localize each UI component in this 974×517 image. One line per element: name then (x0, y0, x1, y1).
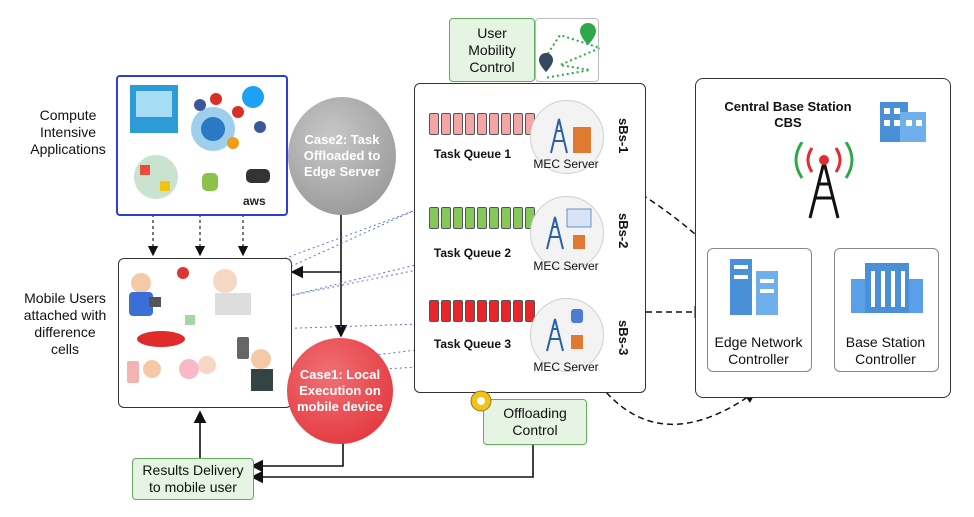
offloading-control-box: Offloading Control (483, 399, 587, 445)
edge-network-controller-box (707, 248, 812, 372)
queue-cell (477, 207, 487, 229)
offloading-gear-icon (468, 388, 494, 414)
queue-cell (513, 113, 523, 135)
cbs-subtitle: CBS (774, 115, 802, 130)
queue-cell (465, 300, 475, 322)
queue-cell (441, 300, 451, 322)
sbs-1-label: sBs-1 (616, 118, 631, 154)
queue-cell (465, 207, 475, 229)
sbs-3-label: sBs-3 (616, 320, 631, 356)
mec-server-1-label: MEC Server (533, 157, 599, 171)
mec-server-3 (530, 298, 604, 372)
tower-icon (546, 309, 583, 352)
building-icon (851, 263, 923, 313)
user-mobility-control-box: User Mobility Control (449, 18, 535, 82)
apps-collage: aws (130, 85, 270, 208)
queue-cell (489, 207, 499, 229)
applications-panel: aws (116, 75, 288, 216)
queue-cell (465, 113, 475, 135)
sbs-2-label: sBs-2 (616, 213, 631, 249)
server-rack-icon (730, 259, 778, 315)
mobile-users-label: Mobile Users attached with difference ce… (23, 290, 107, 357)
queue-cell (501, 207, 511, 229)
aws-logo: aws (243, 194, 266, 208)
queue-cell (429, 113, 439, 135)
queue-cell (441, 113, 451, 135)
mobile-users-panel (118, 258, 292, 408)
base-station-controller-label: Base Station Controller (845, 334, 926, 367)
queue-cell (429, 207, 439, 229)
mec-server-3-label: MEC Server (533, 360, 599, 374)
tower-icon (550, 118, 591, 154)
task-queue-3-label: Task Queue 3 (433, 337, 512, 351)
mec-server-1 (530, 100, 604, 174)
users-collage (127, 267, 273, 391)
queue-cell (513, 300, 523, 322)
queue-cell (453, 207, 463, 229)
antenna-tower-icon (788, 141, 860, 220)
queue-cell (453, 113, 463, 135)
task-queue-1-label: Task Queue 1 (433, 147, 512, 161)
queue-cell (489, 113, 499, 135)
base-station-controller-box (834, 248, 939, 372)
task-queue-2 (429, 207, 535, 229)
queue-cell (501, 300, 511, 322)
cbs-title: Central Base Station (724, 99, 852, 114)
queue-cell (513, 207, 523, 229)
cbs-building-icon (870, 92, 932, 144)
task-queue-1 (429, 113, 535, 135)
mec-server-2 (530, 196, 604, 270)
queue-cell (477, 113, 487, 135)
case2-offload-circle: Case2: Task Offloaded to Edge Server (288, 97, 396, 215)
map-pin-icon (535, 18, 599, 82)
task-queue-3 (429, 300, 535, 322)
results-delivery-box: Results Delivery to mobile user (132, 458, 254, 500)
queue-cell (429, 300, 439, 322)
case1-local-circle: Case1: Local Execution on mobile device (287, 338, 393, 444)
queue-cell (441, 207, 451, 229)
mec-server-2-label: MEC Server (533, 259, 599, 273)
queue-cell (477, 300, 487, 322)
edge-network-controller-label: Edge Network Controller (714, 334, 803, 367)
queue-cell (501, 113, 511, 135)
queue-cell (453, 300, 463, 322)
queue-cell (489, 300, 499, 322)
tower-icon (546, 208, 592, 250)
compute-apps-label: Compute Intensive Applications (30, 107, 106, 157)
queue-cell (525, 300, 535, 322)
task-queue-2-label: Task Queue 2 (433, 246, 512, 260)
